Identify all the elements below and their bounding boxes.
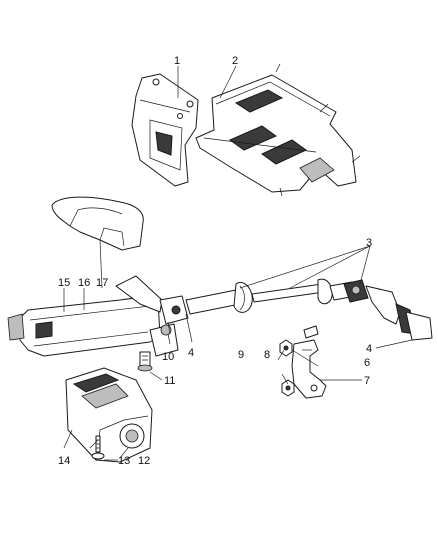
part-8-nut: [281, 379, 295, 397]
part-7-shaft-bracket: [291, 325, 327, 399]
part-13-screw: [91, 435, 105, 460]
callout-10: 10: [162, 351, 174, 363]
callout-14: 14: [58, 455, 70, 467]
callout-6: 6: [364, 357, 370, 369]
callout-labels: 1 2 3 4 4 6 7 8 9 10 11 12 13 14 15 16 1…: [58, 55, 372, 467]
part-1-mounting-bracket: [131, 73, 199, 187]
callout-9: 9: [238, 349, 244, 361]
callout-4a: 4: [188, 347, 194, 359]
callout-11: 11: [164, 375, 175, 387]
callout-16: 16: [78, 277, 90, 289]
part-3-intermediate-shaft: [185, 278, 433, 341]
part-17-upper-shroud: [51, 196, 144, 251]
part-11-bolt: [137, 351, 153, 372]
callout-2: 2: [232, 55, 238, 67]
callout-7: 7: [364, 375, 370, 387]
callout-15: 15: [58, 277, 70, 289]
callout-1: 1: [174, 55, 180, 67]
callout-3: 3: [366, 237, 372, 249]
part-2-support-bracket: [195, 63, 361, 197]
callout-12: 12: [138, 455, 150, 467]
callout-8: 8: [264, 349, 270, 361]
steering-column-assembly: [7, 275, 179, 357]
callout-17: 17: [96, 277, 108, 289]
leader-lines: [63, 65, 413, 461]
callout-13: 13: [118, 455, 130, 467]
part-10-universal-joint: [159, 295, 189, 335]
part-14-lower-shroud: [65, 367, 153, 463]
callout-4b: 4: [366, 343, 372, 355]
